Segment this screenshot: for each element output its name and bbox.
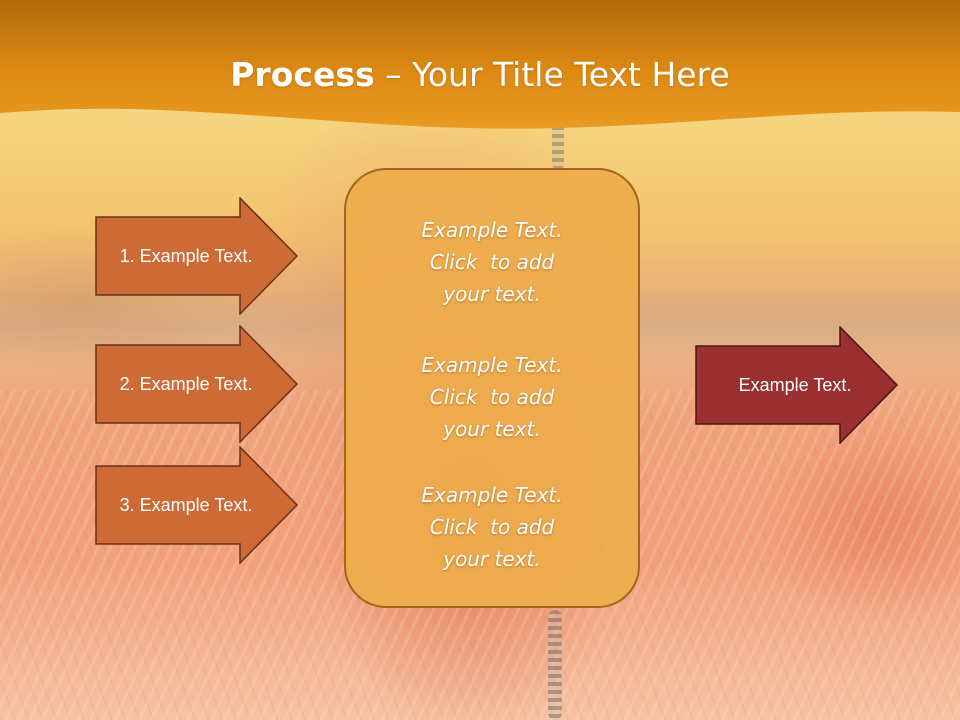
panel-line: Example Text. — [421, 483, 563, 507]
result-arrow[interactable]: Example Text. — [695, 326, 899, 444]
title-bold: Process — [230, 55, 375, 94]
process-step-arrow-3[interactable]: 3. Example Text. — [95, 446, 299, 564]
panel-line: Click to add — [429, 385, 555, 409]
panel-text-block-1[interactable]: Example Text. Click to add your text. — [346, 214, 638, 310]
phone-cord-bottom — [548, 610, 562, 720]
page-title: Process – Your Title Text Here — [0, 50, 960, 100]
process-step-label-2: 2. Example Text. — [119, 373, 253, 394]
process-step-label-3: 3. Example Text. — [119, 494, 253, 515]
result-arrow-label: Example Text. — [738, 374, 852, 395]
process-step-arrow-1[interactable]: 1. Example Text. — [95, 197, 299, 315]
panel-line: your text. — [443, 547, 541, 571]
title-banner-shape — [0, 0, 960, 129]
arrow-right-shape — [695, 326, 899, 444]
panel-line: Click to add — [429, 250, 555, 274]
panel-line: Example Text. — [421, 218, 563, 242]
panel-line: Click to add — [429, 515, 555, 539]
arrow-right-shape — [95, 446, 299, 564]
center-text-panel[interactable]: Example Text. Click to add your text. Ex… — [344, 168, 640, 608]
arrow-right-shape — [95, 325, 299, 443]
title-rest: – Your Title Text Here — [374, 55, 730, 94]
panel-line: your text. — [443, 282, 541, 306]
panel-text-block-3[interactable]: Example Text. Click to add your text. — [346, 479, 638, 575]
panel-line: your text. — [443, 417, 541, 441]
arrow-right-shape — [95, 197, 299, 315]
process-step-arrow-2[interactable]: 2. Example Text. — [95, 325, 299, 443]
process-step-label-1: 1. Example Text. — [119, 245, 253, 266]
panel-line: Example Text. — [421, 353, 563, 377]
title-banner: Process – Your Title Text Here — [0, 0, 960, 140]
panel-text-block-2[interactable]: Example Text. Click to add your text. — [346, 349, 638, 445]
